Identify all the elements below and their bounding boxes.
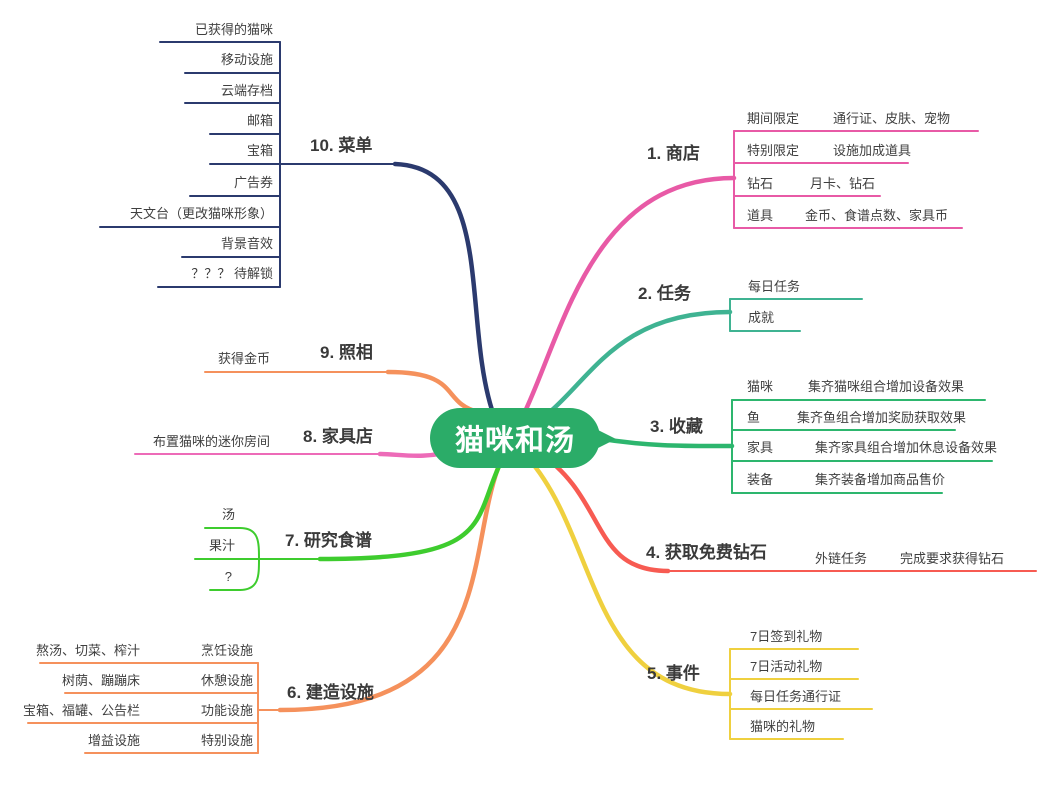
collection-child-fish[interactable]: 鱼 <box>747 410 761 425</box>
shop-child-items[interactable]: 道具 <box>747 208 774 223</box>
recipe-child-unknown[interactable]: ? <box>224 569 232 584</box>
topic-event[interactable]: 5. 事件 <box>647 664 700 683</box>
branch-shop-lines <box>517 130 979 425</box>
build-detail-function[interactable]: 宝箱、福罐、公告栏 <box>22 703 140 718</box>
topic-shop[interactable]: 1. 商店 <box>647 144 700 163</box>
topic-menu[interactable]: 10. 菜单 <box>310 136 373 155</box>
branch-build-lines <box>27 465 501 754</box>
topic-photo[interactable]: 9. 照相 <box>320 343 373 362</box>
branch-menu-lines <box>99 41 495 413</box>
task-child-daily-task[interactable]: 每日任务 <box>748 279 801 294</box>
build-child-special[interactable]: 特别设施 <box>200 733 253 748</box>
topic-furniture-shop[interactable]: 8. 家具店 <box>303 427 373 446</box>
collection-detail-cat[interactable]: 集齐猫咪组合增加设备效果 <box>808 379 965 394</box>
shop-child-special-limited[interactable]: 特别限定 <box>747 143 800 158</box>
collection-child-cat[interactable]: 猫咪 <box>747 379 774 394</box>
menu-child-obtained-cats[interactable]: 已获得的猫咪 <box>194 22 273 37</box>
topic-build[interactable]: 6. 建造设施 <box>287 683 374 702</box>
menu-child-treasure-chest[interactable]: 宝箱 <box>246 143 273 158</box>
free-diamond-detail[interactable]: 完成要求获得钻石 <box>900 551 1005 566</box>
build-detail-cooking[interactable]: 熬汤、切菜、榨汁 <box>35 643 140 658</box>
menu-child-cloud-save[interactable]: 云端存档 <box>220 83 273 98</box>
menu-child-observatory[interactable]: 天文台（更改猫咪形象） <box>129 206 273 221</box>
topic-collection[interactable]: 3. 收藏 <box>650 417 703 436</box>
topic-free-diamond[interactable]: 4. 获取免费钻石 <box>646 543 767 562</box>
branch-free-diamond-lines <box>535 449 1037 574</box>
shop-child-period-limited[interactable]: 期间限定 <box>747 111 800 126</box>
free-diamond-child-external-task[interactable]: 外链任务 <box>815 551 868 566</box>
branch-furniture-shop-lines <box>134 447 459 459</box>
shop-detail-facility-boost-items[interactable]: 设施加成道具 <box>833 143 912 158</box>
branch-photo-lines <box>204 369 481 415</box>
menu-child-ad-coupon[interactable]: 广告券 <box>233 175 273 190</box>
task-child-achievement[interactable]: 成就 <box>748 310 775 325</box>
collection-child-equipment[interactable]: 装备 <box>747 472 774 487</box>
collection-detail-equipment[interactable]: 集齐装备增加商品售价 <box>815 472 946 487</box>
menu-child-locked[interactable]: ？？？ 待解锁 <box>191 266 273 281</box>
central-topic-label: 猫咪和汤 <box>454 425 575 457</box>
central-topic-tail <box>598 430 616 448</box>
event-child-7day-activity[interactable]: 7日活动礼物 <box>750 659 823 674</box>
topic-task[interactable]: 2. 任务 <box>638 284 691 303</box>
photo-child-earn-coins[interactable]: 获得金币 <box>217 351 270 366</box>
collection-detail-fish[interactable]: 集齐鱼组合增加奖励获取效果 <box>797 410 967 425</box>
topic-recipe[interactable]: 7. 研究食谱 <box>285 531 372 550</box>
furniture-shop-child-decorate[interactable]: 布置猫咪的迷你房间 <box>152 434 270 449</box>
collection-detail-furniture[interactable]: 集齐家具组合增加休息设备效果 <box>815 440 998 455</box>
event-child-daily-pass[interactable]: 每日任务通行证 <box>750 689 842 704</box>
menu-child-move-facility[interactable]: 移动设施 <box>220 52 273 67</box>
branch-recipe-lines <box>194 461 503 591</box>
shop-detail-coin-recipe-furniture[interactable]: 金币、食谱点数、家具币 <box>805 208 949 223</box>
branch-event-lines <box>525 455 873 740</box>
build-child-function[interactable]: 功能设施 <box>200 703 253 718</box>
shop-detail-pass-skin-pet[interactable]: 通行证、皮肤、宠物 <box>833 111 951 126</box>
build-child-rest[interactable]: 休憩设施 <box>200 673 253 688</box>
build-child-cooking[interactable]: 烹饪设施 <box>200 643 253 658</box>
build-detail-special[interactable]: 增益设施 <box>87 733 140 748</box>
shop-child-diamond[interactable]: 钻石 <box>747 176 774 191</box>
shop-detail-monthly-card-diamond[interactable]: 月卡、钻石 <box>810 176 876 191</box>
menu-child-background-sound[interactable]: 背景音效 <box>220 236 273 251</box>
build-detail-rest[interactable]: 树荫、蹦蹦床 <box>61 673 140 688</box>
event-child-7day-signin[interactable]: 7日签到礼物 <box>750 629 823 644</box>
recipe-child-soup[interactable]: 汤 <box>221 507 235 522</box>
recipe-child-juice[interactable]: 果汁 <box>208 538 235 553</box>
collection-child-furniture[interactable]: 家具 <box>747 440 774 455</box>
menu-child-mailbox[interactable]: 邮箱 <box>246 113 273 128</box>
event-child-cat-gift[interactable]: 猫咪的礼物 <box>750 719 816 734</box>
central-topic[interactable]: 猫咪和汤 <box>430 408 616 468</box>
